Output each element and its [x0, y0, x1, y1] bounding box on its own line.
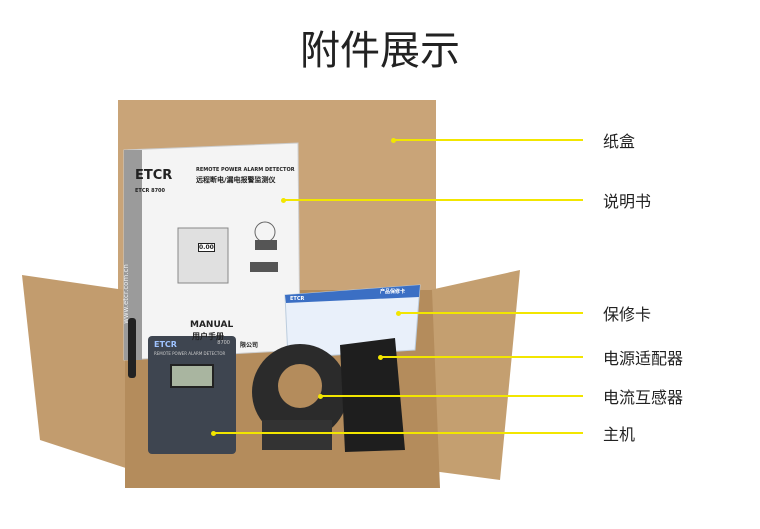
manual-brand: ETCR: [135, 168, 173, 183]
manual-display: 0.00: [198, 243, 215, 252]
leader-line-warranty: [398, 312, 583, 314]
label-unit: 主机: [603, 425, 636, 444]
device-model: 8700: [217, 340, 230, 346]
leader-line-box: [393, 139, 583, 141]
manual-title-cn: 用户手册: [192, 332, 224, 341]
label-adapter: 电源适配器: [603, 349, 684, 368]
label-ct: 电流互感器: [603, 388, 684, 407]
box-right-flap: [425, 270, 520, 480]
label-box: 纸盒: [603, 132, 636, 151]
manual-device-drawing: [177, 227, 229, 284]
leader-line-adapter: [380, 356, 583, 358]
leader-line-manual: [283, 199, 583, 201]
label-manual: 说明书: [603, 192, 652, 211]
manual-product-cn: 远程断电/漏电报警监测仪: [196, 176, 276, 184]
label-warranty: 保修卡: [603, 305, 652, 324]
manual-title-en: MANUAL: [190, 320, 234, 330]
main-unit: ETCR 8700 REMOTE POWER ALARM DETECTOR: [148, 336, 236, 454]
device-subtitle: REMOTE POWER ALARM DETECTOR: [154, 351, 226, 356]
leader-line-ct: [320, 395, 583, 397]
page-title: 附件展示: [300, 28, 460, 74]
leader-line-unit: [213, 432, 583, 434]
manual-side-band: [124, 150, 142, 360]
warranty-title: 产品保修卡: [380, 289, 406, 295]
device-brand: ETCR: [154, 340, 177, 349]
antenna: [128, 318, 136, 378]
manual-website: www.etcr.com.cn: [121, 264, 130, 324]
device-lcd: [170, 364, 214, 388]
warranty-brand: ETCR: [290, 296, 305, 302]
manual-product-en: REMOTE POWER ALARM DETECTOR: [196, 167, 295, 173]
box-left-flap: [22, 275, 132, 470]
manual-company: 限公司: [240, 342, 259, 349]
manual-model: ETCR 8700: [135, 188, 166, 194]
